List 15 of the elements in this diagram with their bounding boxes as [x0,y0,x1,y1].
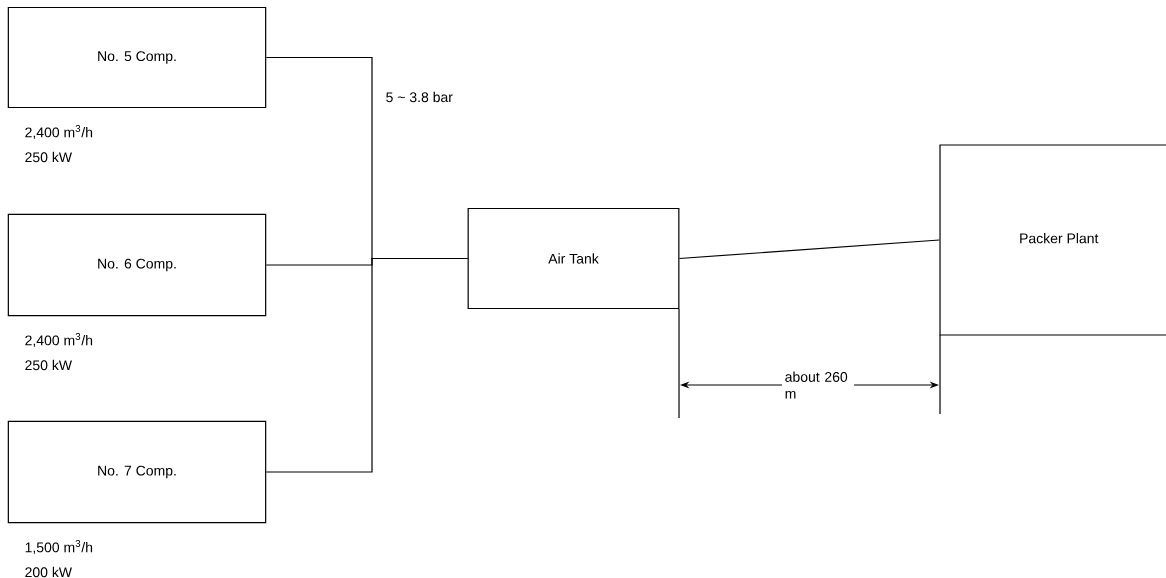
spec-text: 250 kW [25,151,72,163]
pressure-label: 5 ~ 3.8 bar [386,91,453,103]
compressor-box: No. 6 Comp. [7,213,267,317]
plant-box: Packer Plant [939,144,1166,336]
spec-text: 250 kW [25,359,72,371]
tank-box: Air Tank [467,207,680,310]
spec-text: 200 kW [25,566,72,578]
spec-text: 1,500 m$^{3}$/h [25,540,93,554]
compressor-box: No. 5 Comp. [7,6,267,109]
pipe-line [678,239,940,260]
spec-text: 2,400 m$^{3}$/h [25,125,93,139]
dimension-label: about 260 m [782,368,854,402]
compressor-box: No. 7 Comp. [7,420,267,524]
spec-text: 2,400 m$^{3}$/h [25,333,93,347]
pipe-line [265,257,469,473]
